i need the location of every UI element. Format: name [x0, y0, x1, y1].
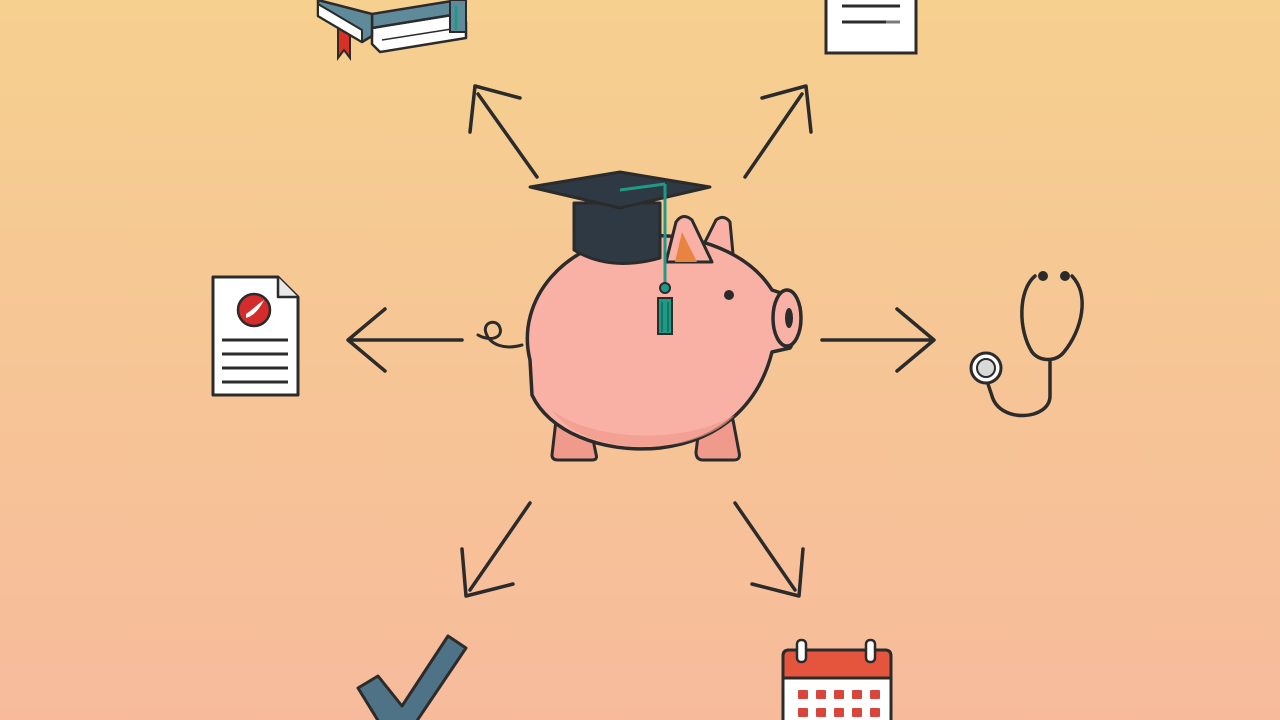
document-icon: [824, 0, 918, 55]
arrow-left: [346, 307, 464, 373]
arrow-up-right: [743, 84, 813, 179]
arrow-down-left: [460, 501, 532, 598]
books-stack-icon: [316, 0, 468, 61]
arrow-down-right: [733, 501, 805, 598]
calendar-icon: [781, 638, 893, 720]
stethoscope-icon: [969, 271, 1084, 418]
arrow-right: [820, 307, 936, 373]
piggy-bank-with-graduation-cap-icon: [476, 170, 803, 462]
certificate-icon: [211, 275, 300, 397]
arrow-up-left: [468, 84, 539, 179]
checkmark-icon: [356, 634, 468, 720]
